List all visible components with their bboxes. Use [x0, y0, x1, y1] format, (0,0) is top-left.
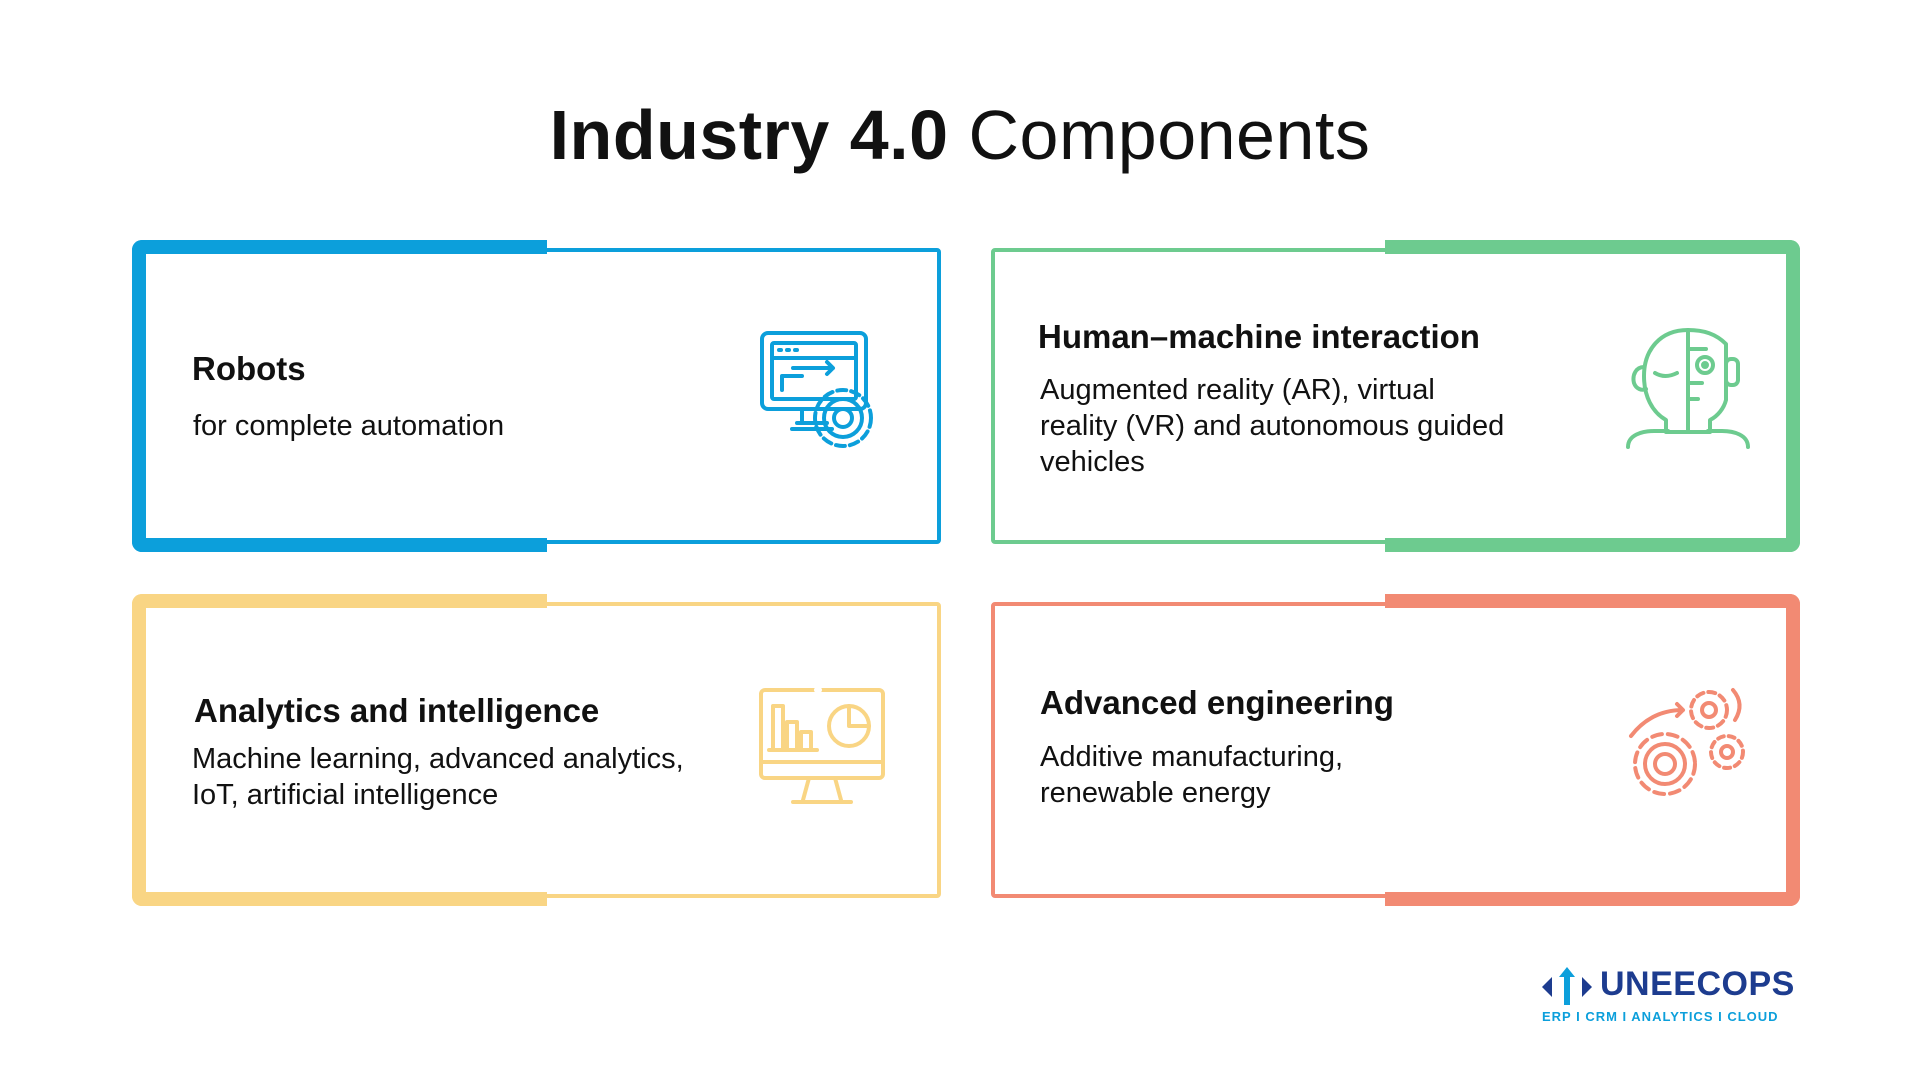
card-heading: Analytics and intelligence: [194, 692, 600, 729]
monitor-gear-icon: [757, 328, 897, 473]
analytics-monitor-icon: [757, 686, 887, 816]
card-analytics-intelligence: Analytics and intelligence Machine learn…: [132, 594, 949, 906]
card-description: Additive manufacturing, renewable energy: [1040, 741, 1344, 809]
card-heading: Human–machine interaction: [1038, 318, 1480, 355]
robot-face-icon: [1623, 325, 1753, 455]
card-heading: Advanced engineering: [1040, 684, 1394, 721]
card-description: for complete automation: [193, 410, 505, 442]
uneecops-logo: UNEECOPS ERP I CRM I ANALYTICS I CLOUD: [1540, 965, 1810, 1025]
title-bold: Industry 4.0: [549, 96, 949, 174]
card-description: Augmented reality (AR), virtual reality …: [1040, 374, 1505, 478]
card-human-machine-interaction: Human–machine interaction Augmented real…: [983, 240, 1800, 552]
card-heading: Robots: [192, 350, 306, 387]
card-advanced-engineering: Advanced engineering Additive manufactur…: [983, 594, 1800, 906]
card-accent-border: [132, 594, 547, 906]
title-regular: Components: [968, 96, 1371, 174]
card-accent-border: [132, 240, 547, 552]
logo-brand-text: UNEECOPS: [1600, 965, 1795, 1003]
card-robots: Robots for complete automation: [132, 240, 949, 552]
card-description: Machine learning, advanced analytics, Io…: [192, 743, 684, 811]
card-accent-border: [1385, 240, 1800, 552]
gears-icon: [1623, 684, 1753, 814]
logo-mark-icon: [1540, 967, 1594, 1012]
page-title: Industry 4.0 Components: [0, 95, 1920, 175]
card-accent-border: [1385, 594, 1800, 906]
logo-tagline: ERP I CRM I ANALYTICS I CLOUD: [1542, 1009, 1779, 1024]
